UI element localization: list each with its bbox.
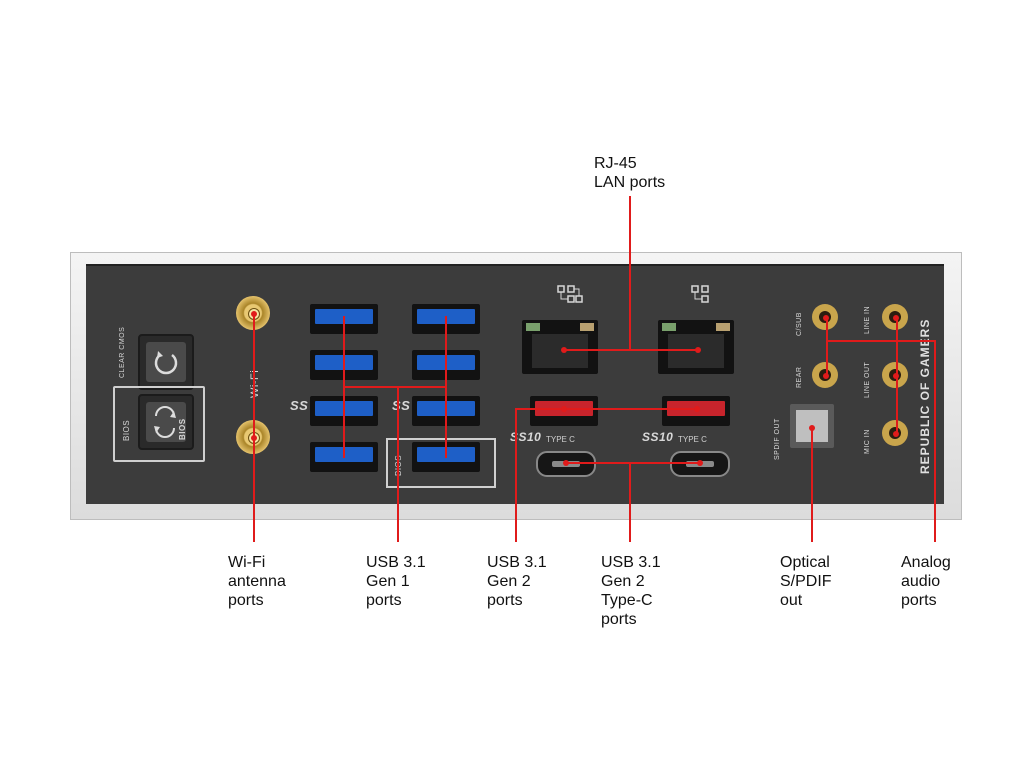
bios-refresh-icon [154, 406, 176, 438]
superspeed-10-icon: SS10 [642, 430, 674, 444]
analog-dot [893, 431, 899, 437]
analog-dot [893, 373, 899, 379]
usb-typec-callout: USB 3.1 Gen 2 Type-C ports [601, 554, 661, 628]
spdif-callout: Optical S/PDIF out [780, 554, 832, 609]
analog-bridge [826, 340, 936, 342]
rj45-dot [561, 347, 567, 353]
c-sub-label: C/SUB [796, 312, 803, 336]
bios-button-text: BIOS [178, 418, 187, 440]
analog-line [826, 318, 828, 376]
analog-callout: Analog audio ports [901, 554, 951, 609]
type-c-label: TYPE C [546, 435, 575, 444]
rj45-callout: RJ-45 LAN ports [594, 155, 666, 191]
spdif-leader-line [811, 428, 813, 542]
superspeed-10-icon: SS10 [510, 430, 542, 444]
rj45-dot [695, 347, 701, 353]
usb-gen2-port [662, 396, 730, 426]
analog-leader-line [934, 340, 936, 542]
bios-button-outline [113, 386, 205, 462]
clear-cmos-label: CLEAR CMOS [119, 326, 126, 378]
wifi-leader-line [253, 314, 255, 542]
wifi-callout: Wi-Fi antenna ports [228, 554, 286, 609]
usb-gen2-dot [561, 406, 567, 412]
superspeed-usb-icon: SS [392, 398, 411, 413]
usb-gen2-dot [694, 406, 700, 412]
rear-label: REAR [796, 366, 803, 388]
typec-dot [563, 460, 569, 466]
rj45-leader-line [629, 196, 631, 350]
refresh-icon [154, 351, 178, 375]
usb-gen1-leader-line [397, 386, 399, 542]
bios-side-label: BIOS [122, 419, 131, 441]
wifi-dot [251, 311, 257, 317]
network-icon [690, 284, 718, 307]
analog-dot [893, 315, 899, 321]
usb-gen2-line [515, 408, 697, 410]
analog-dot [823, 315, 829, 321]
rj45-connector-line [564, 349, 698, 351]
typec-leader-line [629, 462, 631, 542]
typec-line [566, 462, 700, 464]
bios-flashback-button [138, 394, 194, 450]
usb-gen1-bridge [343, 386, 447, 388]
spdif-dot [809, 425, 815, 431]
clear-cmos-button [138, 334, 194, 390]
usb-gen2-callout: USB 3.1 Gen 2 ports [487, 554, 547, 609]
mic-in-label: MIC IN [864, 429, 871, 454]
usb-gen1-callout: USB 3.1 Gen 1 ports [366, 554, 426, 609]
line-in-label: LINE IN [864, 305, 871, 334]
usb-gen2-leader-line [515, 408, 517, 542]
analog-dot [823, 373, 829, 379]
wifi-label: Wi-Fi [249, 369, 261, 398]
network-icon [556, 284, 584, 307]
spdif-out-label: SPDIF OUT [774, 418, 781, 460]
wifi-dot [251, 435, 257, 441]
typec-dot [697, 460, 703, 466]
bios-usb-outline [386, 438, 496, 488]
superspeed-usb-icon: SS [290, 398, 309, 413]
type-c-label: TYPE C [678, 435, 707, 444]
line-out-label: LINE OUT [864, 361, 871, 398]
rj45-lan-port [522, 320, 598, 374]
